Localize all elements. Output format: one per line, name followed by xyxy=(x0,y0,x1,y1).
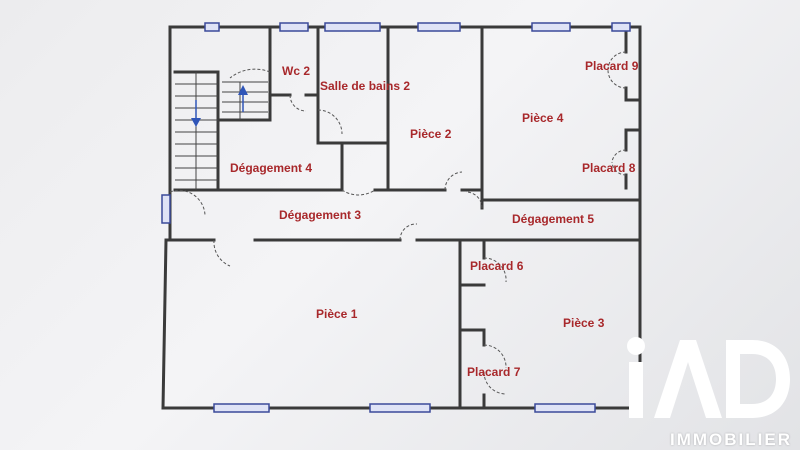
room-label-placard8: Placard 8 xyxy=(582,161,636,175)
door-swings xyxy=(169,51,627,395)
room-label-salle-de-bains-2: Salle de bains 2 xyxy=(320,79,410,93)
interior-walls xyxy=(168,25,642,410)
iad-logo: IMMOBILIER xyxy=(622,334,792,450)
room-label-piece3: Pièce 3 xyxy=(563,316,605,330)
room-label-piece1: Pièce 1 xyxy=(316,307,358,321)
room-label-placard6: Placard 6 xyxy=(470,259,524,273)
stair-arrow-up-icon xyxy=(238,85,248,112)
room-label-piece2: Pièce 2 xyxy=(410,127,452,141)
room-labels: Wc 2 Salle de bains 2 Placard 9 Pièce 4 … xyxy=(230,59,639,379)
room-label-wc2: Wc 2 xyxy=(282,64,310,78)
room-label-piece4: Pièce 4 xyxy=(522,111,564,125)
room-label-degagement5: Dégagement 5 xyxy=(512,212,594,226)
room-label-placard9: Placard 9 xyxy=(585,59,639,73)
windows xyxy=(161,22,631,413)
iad-logo-mark-icon xyxy=(627,337,790,418)
room-label-degagement4: Dégagement 4 xyxy=(230,161,312,175)
room-label-degagement3: Dégagement 3 xyxy=(279,208,361,222)
room-label-placard7: Placard 7 xyxy=(467,365,521,379)
stair-arrow-down-icon xyxy=(191,100,201,127)
iad-logo-subtitle: IMMOBILIER xyxy=(670,430,792,449)
